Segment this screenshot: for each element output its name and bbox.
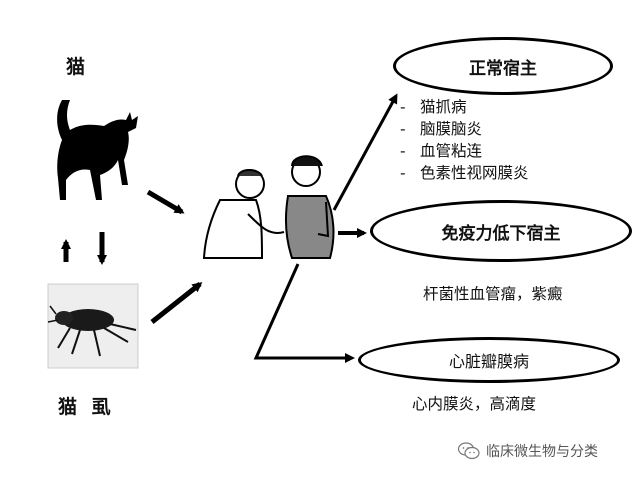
cat-label: 猫 bbox=[66, 56, 86, 78]
immunocompromised-host-title: 免疫力低下宿主 bbox=[441, 223, 561, 244]
patient-to-valvular-arrow bbox=[253, 263, 355, 363]
watermark: 临床微生物与分类 bbox=[458, 441, 598, 461]
valvular-diseases: 心内膜炎，高滴度 bbox=[412, 395, 537, 413]
list-item: 猫抓病 bbox=[400, 96, 529, 118]
valvular-disease-oval: 心脏瓣膜病 bbox=[358, 337, 620, 383]
wechat-icon bbox=[458, 442, 480, 460]
normal-host-oval: 正常宿主 bbox=[393, 37, 613, 95]
list-item: 色素性视网膜炎 bbox=[400, 162, 529, 184]
cat-silhouette bbox=[57, 100, 138, 200]
doctor-patient-illustration bbox=[202, 155, 335, 259]
patient-to-normal-arrow bbox=[332, 93, 398, 211]
immunocompromised-host-oval: 免疫力低下宿主 bbox=[370, 200, 632, 262]
flea-image bbox=[47, 283, 139, 369]
cat-to-patient-arrow bbox=[146, 189, 185, 215]
list-item: 血管粘连 bbox=[400, 140, 529, 162]
flea-to-patient-arrow bbox=[150, 282, 203, 324]
normal-host-disease-list: 猫抓病 脑膜脑炎 血管粘连 色素性视网膜炎 bbox=[400, 96, 529, 184]
valvular-disease-title: 心脏瓣膜病 bbox=[448, 352, 529, 371]
list-item: 脑膜脑炎 bbox=[400, 118, 529, 140]
normal-host-title: 正常宿主 bbox=[469, 58, 537, 79]
immunocompromised-diseases: 杆菌性血管瘤，紫癜 bbox=[423, 285, 563, 303]
watermark-text: 临床微生物与分类 bbox=[486, 444, 598, 460]
flea-label: 猫 虱 bbox=[58, 396, 115, 418]
